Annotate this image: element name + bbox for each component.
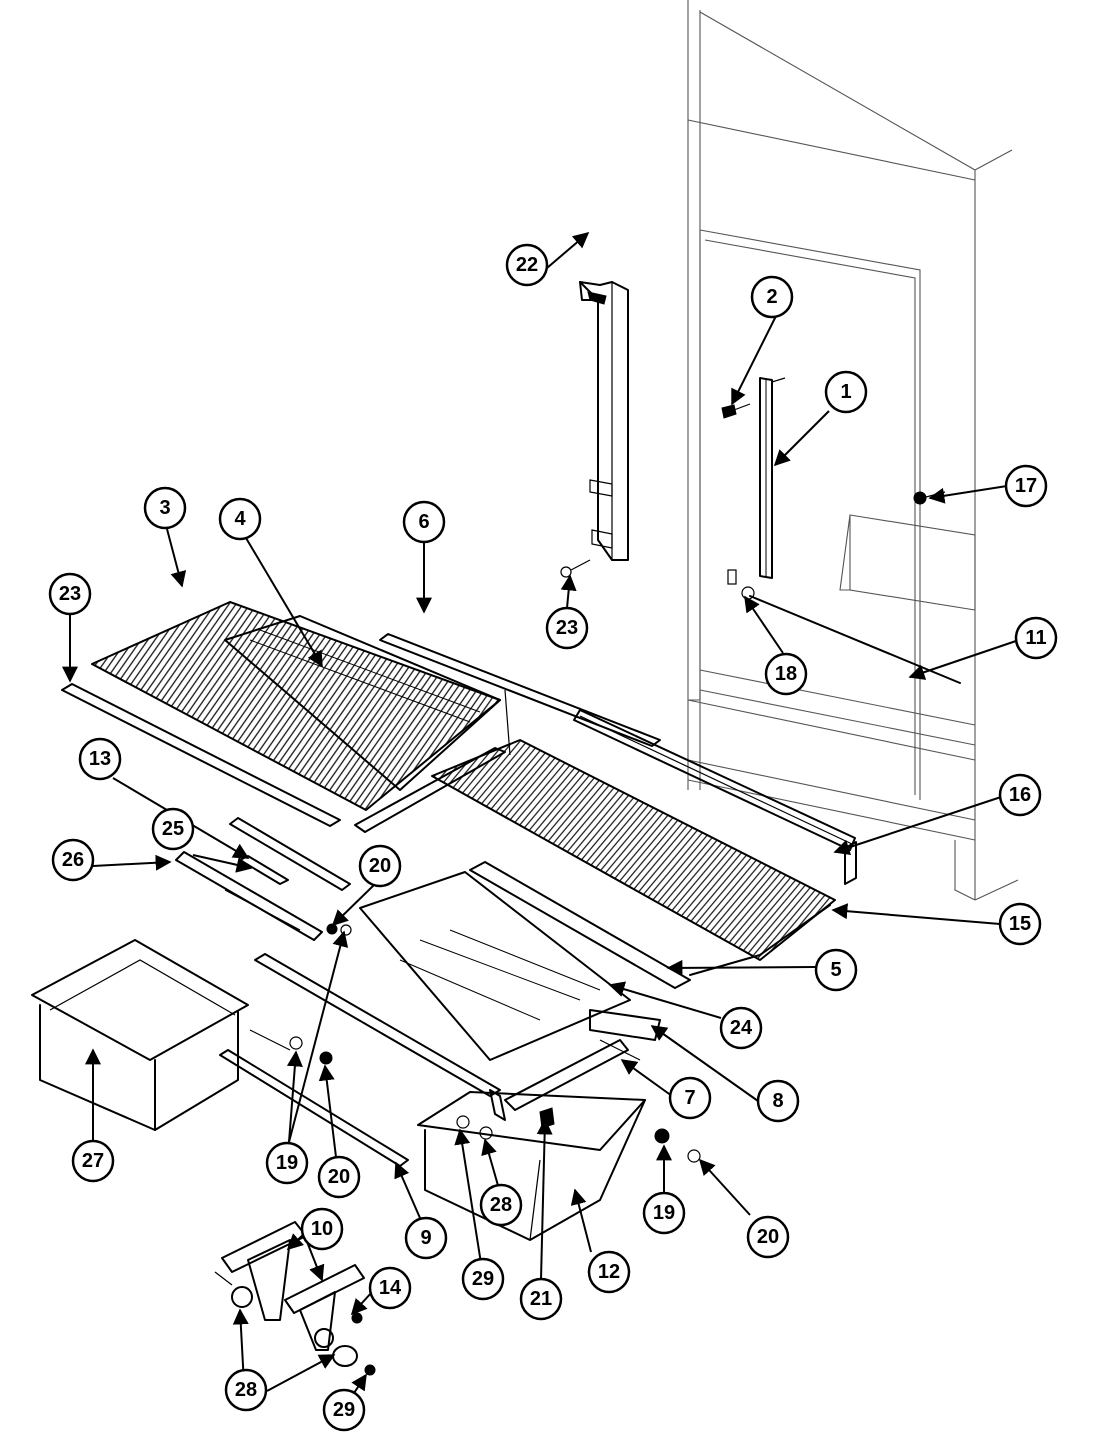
cabinet-outline (687, 0, 1019, 901)
callout-2: 2 (750, 275, 794, 319)
part-16-rail (573, 709, 857, 885)
callout-29-b: 29 (322, 1388, 366, 1432)
part-6-strip (379, 633, 661, 747)
part-1-rail (721, 377, 786, 579)
svg-text:23: 23 (556, 617, 578, 639)
svg-text:3: 3 (159, 497, 170, 519)
svg-text:14: 14 (379, 1277, 402, 1299)
svg-text:29: 29 (333, 1399, 355, 1421)
callout-20-a: 20 (358, 844, 402, 888)
svg-text:8: 8 (772, 1090, 783, 1112)
callout-6: 6 (402, 500, 446, 544)
callout-16: 16 (998, 773, 1042, 817)
callout-4: 4 (218, 497, 262, 541)
svg-text:17: 17 (1015, 475, 1037, 497)
parts-bottom-brackets (214, 1221, 376, 1376)
part-15-wire-shelf (431, 739, 836, 989)
callout-22: 22 (505, 243, 549, 287)
callout-28-b: 28 (224, 1368, 268, 1412)
svg-text:23: 23 (59, 583, 81, 605)
part-24-glass-shelf (254, 871, 631, 1121)
svg-text:5: 5 (830, 959, 841, 981)
callout-11: 11 (1014, 616, 1058, 660)
callout-29-a: 29 (461, 1257, 505, 1301)
svg-text:9: 9 (420, 1227, 431, 1249)
callout-23-b: 23 (545, 606, 589, 650)
callout-3: 3 (143, 486, 187, 530)
svg-text:2: 2 (766, 286, 777, 308)
callout-19-b: 19 (642, 1191, 686, 1235)
callout-12: 12 (587, 1250, 631, 1294)
callout-7: 7 (668, 1076, 712, 1120)
callout-18: 18 (764, 652, 808, 696)
svg-text:12: 12 (598, 1261, 620, 1283)
callout-19-a: 19 (265, 1141, 309, 1185)
svg-text:20: 20 (328, 1166, 350, 1188)
part-22-duct (560, 281, 629, 578)
parts-7-8-bracket (589, 1009, 661, 1061)
svg-text:1: 1 (840, 381, 851, 403)
callout-21: 21 (519, 1277, 563, 1321)
part-9-slide-rail (219, 1029, 409, 1167)
callout-26: 26 (51, 838, 95, 882)
callout-10: 10 (300, 1207, 344, 1251)
callout-14: 14 (368, 1266, 412, 1310)
svg-text:22: 22 (516, 254, 538, 276)
svg-text:28: 28 (490, 1194, 512, 1216)
svg-text:18: 18 (775, 663, 797, 685)
svg-text:26: 26 (62, 849, 84, 871)
svg-text:13: 13 (89, 748, 111, 770)
callout-17: 17 (1004, 464, 1048, 508)
svg-text:19: 19 (653, 1202, 675, 1224)
svg-text:15: 15 (1009, 913, 1031, 935)
svg-text:19: 19 (276, 1152, 298, 1174)
parts-hardware-right (727, 491, 961, 684)
part-3-wire-shelf (61, 601, 511, 833)
svg-text:29: 29 (472, 1268, 494, 1290)
svg-text:7: 7 (684, 1087, 695, 1109)
svg-text:10: 10 (311, 1218, 333, 1240)
svg-text:25: 25 (162, 818, 184, 840)
callout-15: 15 (998, 902, 1042, 946)
callout-8: 8 (756, 1079, 800, 1123)
part-12-drawer (417, 1091, 646, 1241)
callout-28-a: 28 (479, 1183, 523, 1227)
svg-text:27: 27 (82, 1150, 104, 1172)
svg-text:4: 4 (234, 508, 246, 530)
svg-text:20: 20 (757, 1226, 779, 1248)
callout-25: 25 (151, 807, 195, 851)
parts-left-rails (175, 817, 351, 941)
svg-text:11: 11 (1025, 627, 1046, 649)
callout-9: 9 (404, 1216, 448, 1260)
svg-text:21: 21 (530, 1288, 552, 1310)
svg-text:28: 28 (235, 1379, 257, 1401)
callout-20-b: 20 (317, 1155, 361, 1199)
part-27-crisper (31, 939, 249, 1131)
callout-5: 5 (814, 948, 858, 992)
callout-13: 13 (78, 737, 122, 781)
svg-text:6: 6 (418, 511, 429, 533)
callout-23-a: 23 (48, 572, 92, 616)
svg-text:16: 16 (1009, 784, 1031, 806)
callout-27: 27 (71, 1139, 115, 1183)
svg-text:20: 20 (369, 855, 391, 877)
svg-text:24: 24 (730, 1017, 753, 1039)
callout-1: 1 (824, 370, 868, 414)
callout-24: 24 (719, 1006, 763, 1050)
callout-20-c: 20 (746, 1215, 790, 1259)
